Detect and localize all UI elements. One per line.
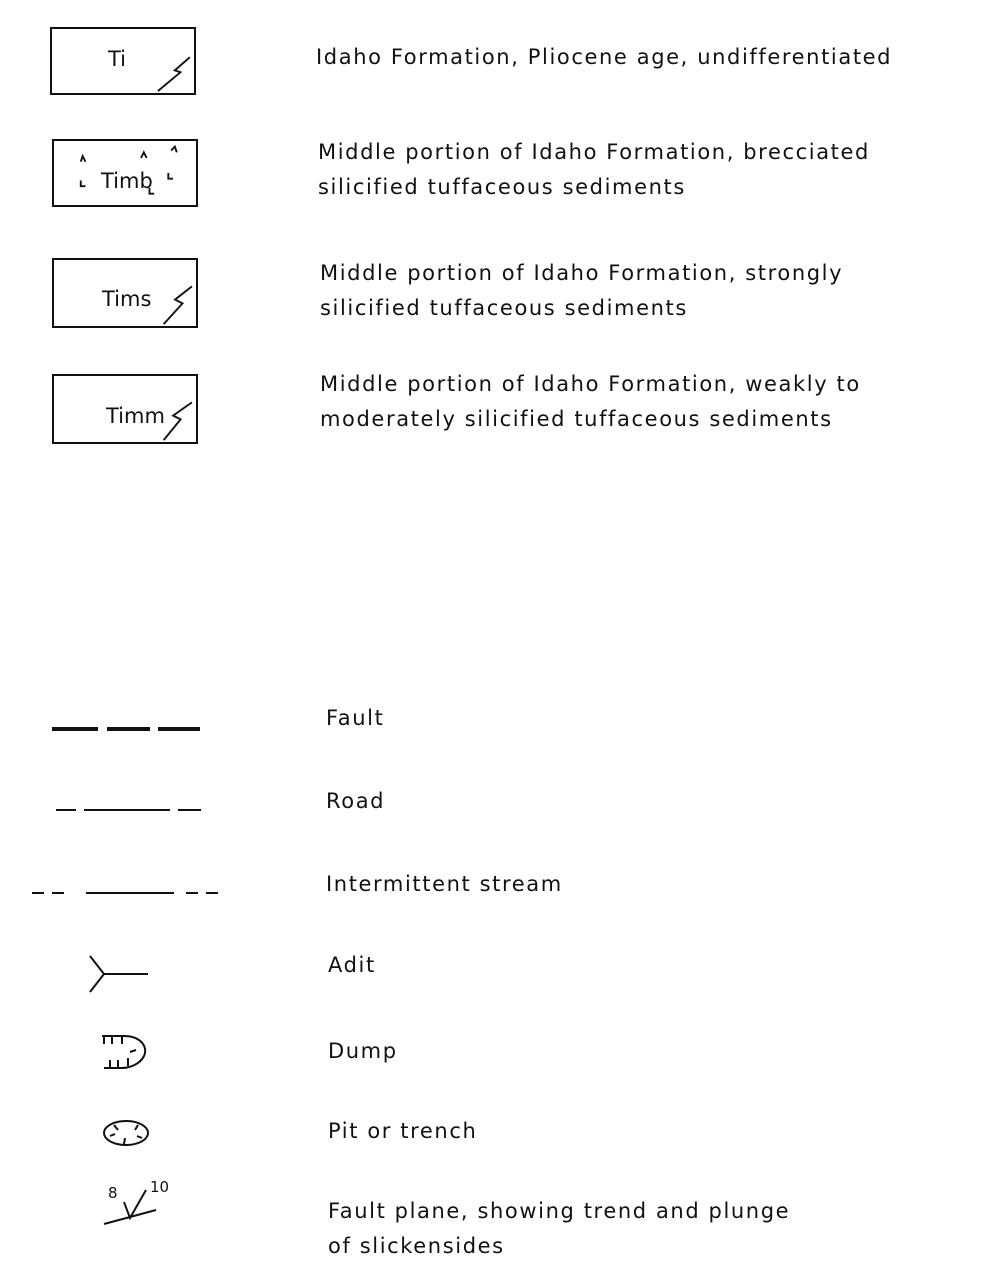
description-line: Middle portion of Idaho Formation, weakl… [320, 372, 861, 396]
unit-symbol-label: Ti [108, 47, 127, 71]
description-line: Fault plane, showing trend and plunge [328, 1199, 791, 1223]
symbol-label-intermittent-stream: Intermittent stream [326, 872, 563, 896]
description-line: of slickensides [328, 1234, 505, 1258]
breccia-marks-icon [79, 144, 178, 195]
description-line: Middle portion of Idaho Formation, brecc… [318, 140, 870, 164]
dump-icon [102, 1035, 147, 1069]
symbol-label-fault: Fault [326, 706, 385, 730]
contact-zigzag-icon [157, 56, 191, 92]
fault-line-icon [52, 727, 200, 731]
description-line: silicified tuffaceous sediments [320, 296, 688, 320]
description-line: moderately silicified tuffaceous sedimen… [320, 407, 833, 431]
unit-symbol-label: Timb [101, 169, 153, 193]
unit-description-timm: Middle portion of Idaho Formation, weakl… [320, 367, 861, 437]
unit-symbol-label: Timm [106, 404, 165, 428]
description-line: Idaho Formation, Pliocene age, undiffere… [316, 45, 893, 69]
trend-value: 8 [108, 1184, 118, 1202]
unit-symbol-label: Tims [102, 287, 152, 311]
symbol-label-road: Road [326, 789, 386, 813]
unit-box-timm: Timm [52, 374, 198, 444]
unit-box-ti: Ti [50, 27, 196, 95]
description-line: Middle portion of Idaho Formation, stron… [320, 261, 844, 285]
symbol-label-pit-or-trench: Pit or trench [328, 1119, 478, 1143]
contact-zigzag-icon [162, 285, 193, 325]
contact-zigzag-icon [162, 401, 193, 441]
symbol-label-adit: Adit [328, 953, 376, 977]
adit-icon [89, 955, 148, 993]
unit-box-tims: Tims [52, 258, 198, 328]
unit-box-timb: Timb [52, 139, 198, 207]
description-line: silicified tuffaceous sediments [318, 175, 686, 199]
symbol-label-dump: Dump [328, 1039, 398, 1063]
plunge-value: 10 [150, 1178, 169, 1196]
intermittent-stream-line-icon [32, 892, 218, 894]
fault-plane-slickensides-icon: 8 10 [103, 1178, 169, 1225]
unit-description-timb: Middle portion of Idaho Formation, brecc… [318, 135, 870, 205]
unit-description-ti: Idaho Formation, Pliocene age, undiffere… [316, 40, 892, 75]
unit-description-tims: Middle portion of Idaho Formation, stron… [320, 256, 843, 326]
pit-or-trench-icon [103, 1120, 149, 1146]
symbol-label-fault-plane: Fault plane, showing trend and plunge of… [328, 1194, 790, 1264]
road-line-icon [56, 809, 201, 811]
